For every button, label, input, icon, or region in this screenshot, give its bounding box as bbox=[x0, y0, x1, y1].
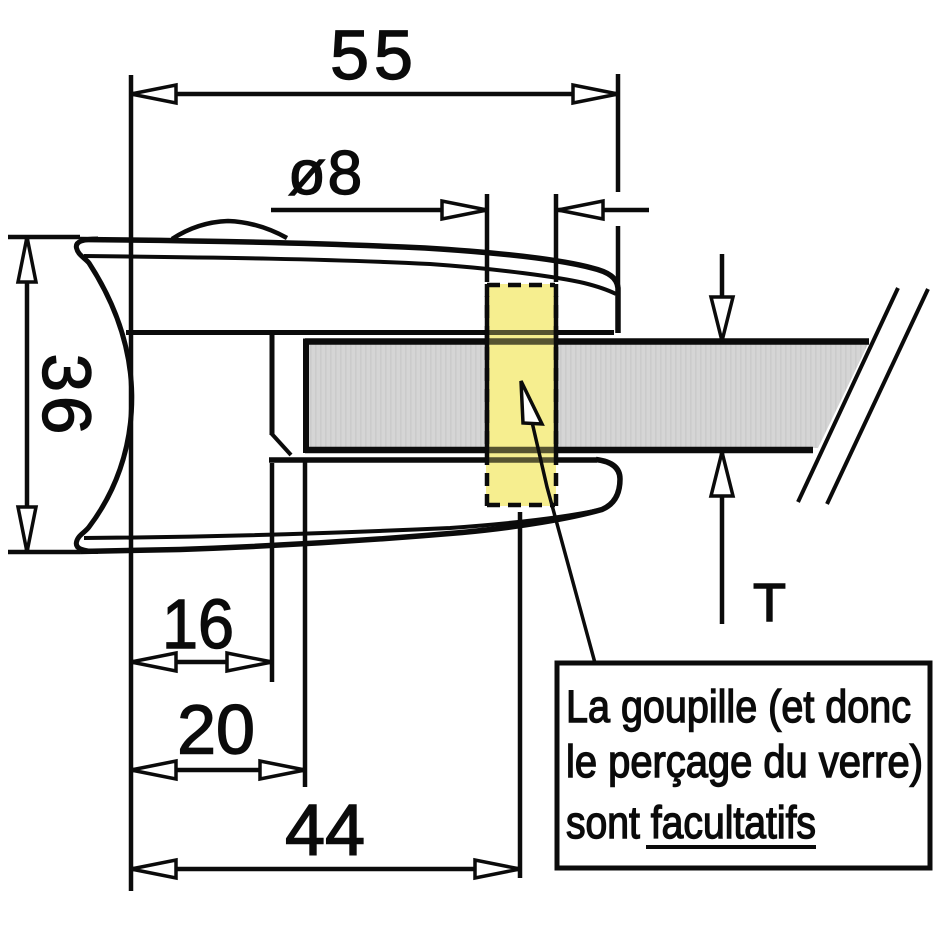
svg-text:16: 16 bbox=[162, 585, 234, 663]
svg-text:T: T bbox=[753, 573, 786, 633]
svg-text:le perçage du verre): le perçage du verre) bbox=[566, 736, 923, 787]
svg-text:36: 36 bbox=[28, 354, 105, 439]
svg-text:La goupille (et donc: La goupille (et donc bbox=[566, 681, 911, 732]
svg-text:44: 44 bbox=[285, 791, 365, 871]
svg-text:20: 20 bbox=[177, 691, 255, 769]
svg-text:ø8: ø8 bbox=[288, 139, 364, 208]
svg-text:sont facultatifs: sont facultatifs bbox=[566, 797, 816, 848]
svg-text:55: 55 bbox=[330, 16, 418, 94]
